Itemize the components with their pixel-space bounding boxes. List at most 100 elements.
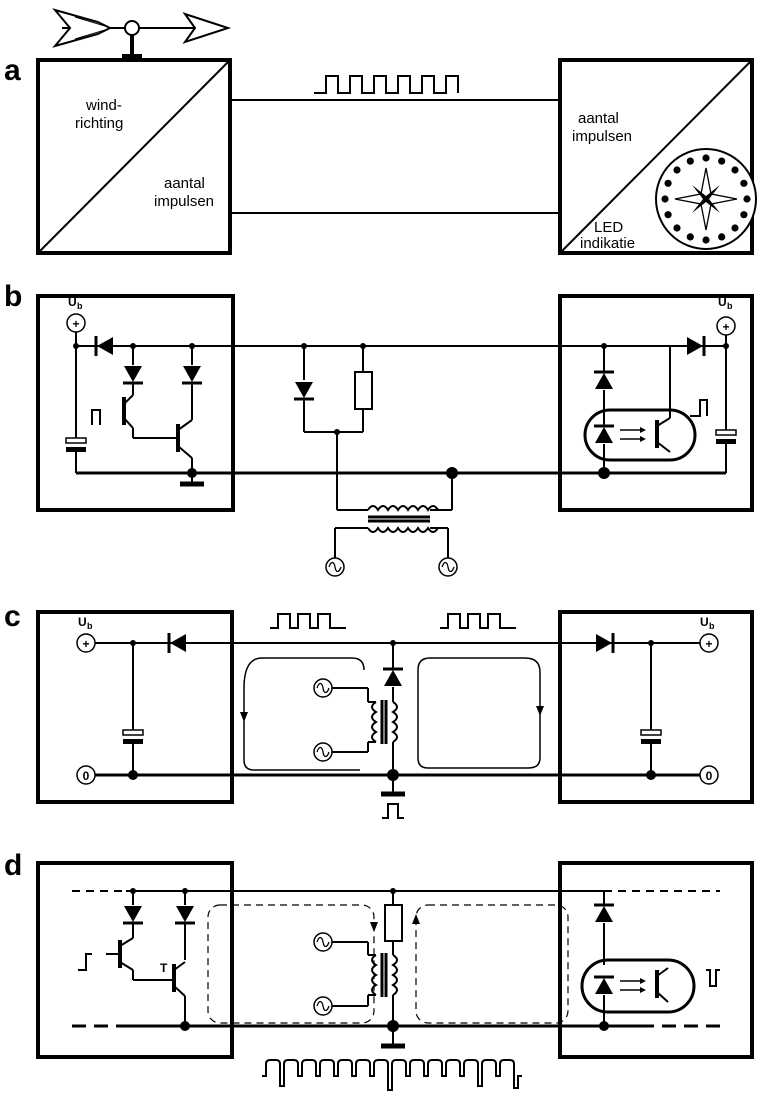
panel-label-d: d [4, 849, 22, 882]
receiver-circuit-box [558, 294, 754, 512]
ac-source-top-c [313, 678, 333, 698]
transformer-d [371, 953, 398, 997]
series-diode-right-c [594, 631, 615, 655]
ac-source-right-b [438, 557, 458, 577]
led-dot [686, 157, 694, 165]
ac-source-left-b [325, 557, 345, 577]
encoder-output-line1: aantal [164, 175, 205, 192]
led-label-line1: LED [594, 219, 623, 236]
pulse-icon-input-d [78, 953, 92, 971]
series-diode-left [94, 334, 115, 358]
pulse-icon-output-d [706, 969, 720, 987]
line-resistor [354, 371, 373, 410]
wind-vane-icon [52, 8, 232, 60]
panel-label-c: c [4, 600, 21, 633]
indicator-input-line1: aantal [578, 110, 619, 127]
receiver-box-d [558, 861, 754, 1059]
led-indicator-box [558, 58, 754, 255]
line-diode-c [381, 667, 405, 688]
optocoupler-d [580, 958, 696, 1014]
transistor-2 [176, 419, 193, 473]
pulse-icon-left-c [270, 613, 346, 629]
led-dot [661, 195, 669, 203]
receiver-diode [592, 370, 616, 391]
filter-capacitor-right-c [640, 729, 662, 745]
supply-sub-left: b [77, 301, 83, 311]
pulse-icon-bottom-c [382, 803, 404, 819]
supply-sub-right: b [727, 301, 733, 311]
indicator-input-line2: impulsen [572, 128, 632, 145]
led-dot [740, 211, 748, 219]
current-loop-left-d [207, 904, 375, 1024]
led-dot [664, 211, 672, 219]
pulse-icon-left [91, 409, 101, 425]
transmitter-box-c [36, 610, 234, 804]
transmitter-box-d [36, 861, 234, 1059]
led-dot [673, 224, 681, 232]
wind-direction-encoder-box [36, 58, 232, 255]
ground-bar-d [381, 1043, 405, 1049]
transistor-label-t: T [160, 961, 168, 975]
clamp-diode-1 [121, 364, 145, 385]
receiver-diode-d [592, 903, 616, 924]
led-dot [731, 166, 739, 174]
ac-source-top-d [313, 932, 333, 952]
panel-label-b: b [4, 280, 22, 313]
clamp-diode-2 [180, 364, 204, 385]
ac-source-bottom-d [313, 996, 333, 1016]
pulse-train-signal [314, 75, 459, 94]
encoder-output-line2: impulsen [154, 193, 214, 210]
encoder-label-line1: wind- [85, 97, 122, 114]
bottom-waveform-d [262, 1059, 522, 1091]
ac-source-bottom-c [313, 742, 333, 762]
clamp-diode-1-d [121, 904, 145, 925]
led-dot [718, 157, 726, 165]
supply-label-right: U [718, 295, 727, 309]
current-loop-right [417, 657, 541, 769]
led-dot [664, 179, 672, 187]
led-dot [686, 233, 694, 241]
led-dot [731, 224, 739, 232]
panel-c: c U b + U b + 0 0 [4, 600, 754, 819]
receiver-box-c [558, 610, 754, 804]
ground-bar-b [180, 481, 204, 487]
transformer-c [371, 700, 398, 744]
plus-sign-left: + [72, 317, 79, 331]
led-dot [702, 154, 710, 162]
series-diode-left-c [167, 631, 188, 655]
zero-sign-right-c: 0 [706, 769, 713, 783]
ground-bar-c [381, 791, 405, 797]
line-resistor-d [384, 904, 403, 942]
led-dot [740, 179, 748, 187]
encoder-label-line2: richting [75, 115, 123, 132]
current-loop-left [243, 657, 365, 771]
plus-sign-right-c: + [705, 637, 712, 651]
filter-capacitor-right [715, 429, 737, 445]
line-diode [292, 380, 316, 401]
transistor-2-d [172, 961, 186, 1026]
coupling-transformer [367, 505, 439, 533]
panel-label-a: a [4, 54, 21, 87]
led-dot [743, 195, 751, 203]
current-loop-right-d [415, 904, 569, 1024]
supply-sub-left-c: b [87, 621, 93, 631]
led-dot [718, 233, 726, 241]
optocoupler [583, 408, 697, 462]
supply-label-left-c: U [78, 615, 87, 629]
plus-sign-right: + [722, 320, 729, 334]
transmitter-circuit-box [36, 294, 235, 512]
panel-b: b U b + U b + [4, 280, 754, 577]
zero-sign-left-c: 0 [83, 769, 90, 783]
compass-rose-icon [655, 148, 757, 250]
pulse-icon-right-c [440, 613, 516, 629]
led-dot [702, 236, 710, 244]
filter-capacitor-left [65, 437, 87, 453]
transistor-1-d [106, 937, 172, 981]
plus-sign-left-c: + [82, 637, 89, 651]
supply-label-right-c: U [700, 615, 709, 629]
panel-d: d [4, 849, 754, 1091]
led-dot [673, 166, 681, 174]
clamp-diode-2-d [173, 904, 197, 925]
pulse-icon-right [690, 399, 708, 417]
